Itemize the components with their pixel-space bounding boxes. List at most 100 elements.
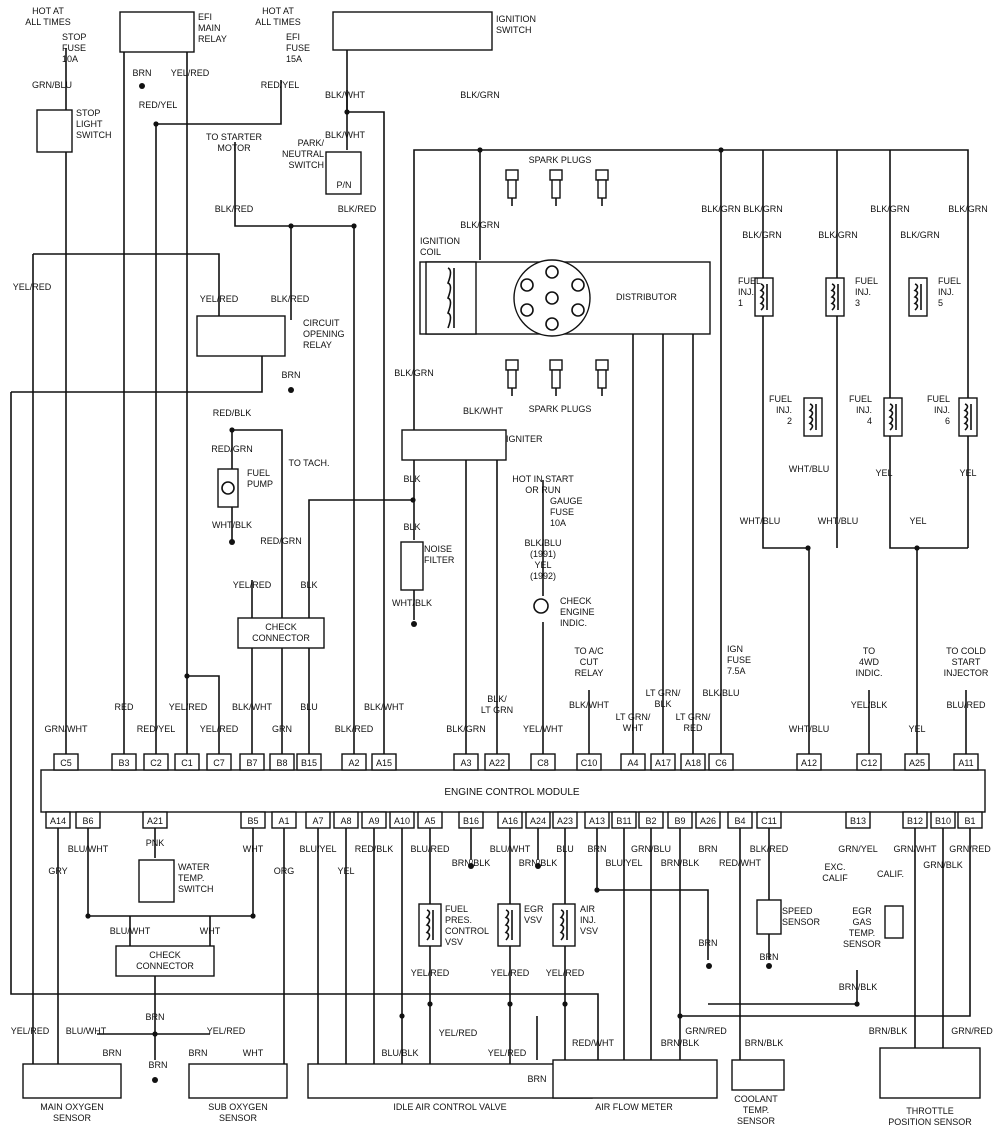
- ecm-pin-label: B9: [674, 816, 685, 826]
- coil-symbol: [830, 283, 836, 311]
- fuel-injector-6-label: 6: [945, 416, 950, 426]
- hot-at-all-times-label: HOT AT: [262, 6, 294, 16]
- junction-dot: [152, 1031, 158, 1037]
- egr-gas-temp-label: EGR: [852, 906, 872, 916]
- wire: [708, 970, 858, 1005]
- air-flow-meter: [552, 1059, 718, 1099]
- wire-color-label: YEL/RED: [13, 282, 52, 292]
- to-cold-start-label: TO COLD: [946, 646, 986, 656]
- wire-color-label: WHT: [200, 926, 221, 936]
- wire-color-label: RED/YEL: [137, 724, 176, 734]
- ecm-pin-label: B1: [964, 816, 975, 826]
- ign-fuse-label: 7.5A: [727, 666, 746, 676]
- ecm-pin-top: [239, 753, 265, 771]
- distributor-cap: [513, 259, 591, 337]
- ecm-pin-label: A16: [502, 816, 518, 826]
- wire-color-label: BRN/BLK: [869, 1026, 908, 1036]
- ecm-pin-bottom: [584, 811, 610, 829]
- ecm-pin-label: A7: [312, 816, 323, 826]
- efi-fuse-label: EFI: [286, 32, 300, 42]
- component-symbols: [22, 11, 986, 1099]
- check-connector-bottom: [115, 945, 215, 977]
- ecm-pin-top: [708, 753, 734, 771]
- ecm-pin-label: B3: [118, 758, 129, 768]
- wire-color-label: BLU/YEL: [605, 858, 642, 868]
- wire: [155, 80, 282, 754]
- air-inj-vsv: [552, 903, 576, 947]
- ecm-pin-label: B6: [82, 816, 93, 826]
- ignition-coil-label: IGNITION: [420, 236, 460, 246]
- wire-color-label: BLK: [300, 580, 317, 590]
- air-flow-meter-label: AIR FLOW METER: [595, 1102, 673, 1112]
- hot-at-all-times-label: ALL TIMES: [25, 17, 71, 27]
- junction-dot: [229, 427, 235, 433]
- junction-dot: [410, 497, 416, 503]
- wire-color-label: GRN/WHT: [894, 844, 937, 854]
- stop-light-switch-label: LIGHT: [76, 119, 103, 129]
- ecm-pin-label: A13: [589, 816, 605, 826]
- coolant-temp-sensor: [731, 1059, 785, 1091]
- fuel-injector-2-label: FUEL: [769, 394, 792, 404]
- check-connector-top: [237, 617, 325, 649]
- spark-plug-body: [507, 179, 517, 199]
- ecm-pin-label: B7: [246, 758, 257, 768]
- ecm-pin-bottom: [756, 811, 782, 829]
- noise-filter-label: FILTER: [424, 555, 455, 565]
- wire-color-label: GRN/RED: [949, 844, 991, 854]
- wire-color-label: YEL: [908, 724, 925, 734]
- ecm-pin-bottom: [417, 811, 443, 829]
- egr-gas-temp-label: SENSOR: [843, 939, 882, 949]
- ecm-pin-label: B13: [850, 816, 866, 826]
- wire-color-label: BRN/BLK: [519, 858, 558, 868]
- distributor-terminal: [520, 278, 534, 292]
- park-neutral-switch: [325, 151, 362, 195]
- efi-main-relay-label: RELAY: [198, 34, 227, 44]
- junction-dot: [854, 1001, 860, 1007]
- to-starter-label: TO STARTER: [206, 132, 263, 142]
- pn-label: P/N: [336, 180, 351, 190]
- ecm-pin-bottom: [902, 811, 928, 829]
- wire-color-label: BLK/GRN: [870, 204, 910, 214]
- ecm-pin-label: B8: [276, 758, 287, 768]
- ecm-pin-top: [620, 753, 646, 771]
- ecm-pin-bottom: [45, 811, 71, 829]
- wire-color-label: WHT/BLU: [789, 724, 830, 734]
- to-4wd-label: 4WD: [859, 657, 880, 667]
- spark-plug-body: [597, 369, 607, 389]
- junction-dot: [805, 545, 811, 551]
- air-inj-vsv-label: VSV: [580, 926, 598, 936]
- junction-dot: [427, 1001, 433, 1007]
- check-engine-label: INDIC.: [560, 618, 587, 628]
- wire-color-label: BRN/BLK: [661, 858, 700, 868]
- ecm-pin-top: [856, 753, 882, 771]
- ecm-pin-label: B11: [616, 816, 631, 826]
- wire: [596, 828, 709, 960]
- ecm-pin-label: B2: [645, 816, 656, 826]
- wire-color-label: BLK/BLU: [702, 688, 739, 698]
- ecm-pin-top: [206, 753, 232, 771]
- wire-color-label: GRN/YEL: [838, 844, 878, 854]
- coolant-temp-label: TEMP.: [743, 1105, 769, 1115]
- wire-color-label: BLK: [654, 699, 671, 709]
- wire-color-label: GRN/BLU: [631, 844, 671, 854]
- junction-dot: [594, 887, 600, 893]
- egr-gas-temp-label: TEMP.: [849, 928, 875, 938]
- ground-terminal: [468, 863, 474, 869]
- fuel-pres-vsv-label: FUEL: [445, 904, 468, 914]
- ecm-pin-label: A14: [50, 816, 66, 826]
- coil-symbol: [759, 283, 765, 311]
- wire-color-label: YEL/RED: [411, 968, 450, 978]
- gauge-fuse-label: FUSE: [550, 507, 574, 517]
- water-temp-switch-label: SWITCH: [178, 884, 214, 894]
- throttle-position-sensor: [879, 1047, 981, 1099]
- stop-fuse-label: STOP: [62, 32, 86, 42]
- check-connector-label: CHECK: [265, 622, 297, 632]
- wire-color-label: GRN/RED: [685, 1026, 727, 1036]
- wire-color-label: YEL/RED: [546, 968, 585, 978]
- ecm-pin-label: A25: [909, 758, 925, 768]
- check-wire-color-label: (1991): [530, 549, 556, 559]
- ecm-pin-label: B10: [935, 816, 951, 826]
- wire-color-label: BLK/RED: [750, 844, 789, 854]
- fuel-injector-5-label: 5: [938, 298, 943, 308]
